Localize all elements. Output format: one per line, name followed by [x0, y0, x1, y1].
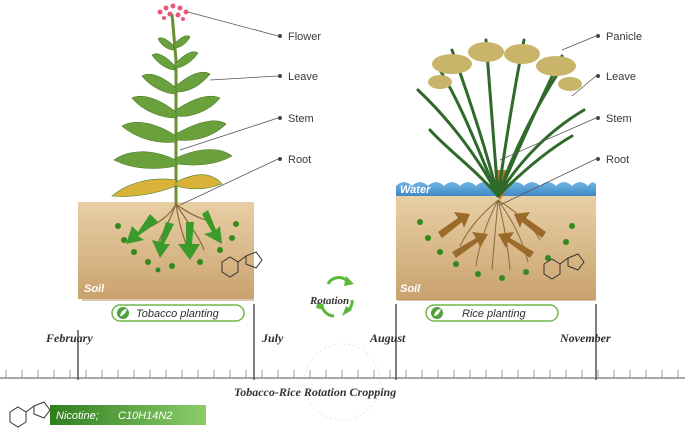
month-august: August	[369, 331, 406, 345]
rotation-label: Rotation	[309, 295, 349, 307]
rice-soil-label: Soil	[400, 283, 421, 295]
rice-water-label: Water	[400, 184, 431, 196]
tobacco-soil-dots	[115, 221, 239, 273]
rotation-indicator: Rotation	[309, 276, 354, 318]
timeline: February July August November Tobacco-Ri…	[0, 304, 685, 421]
tobacco-nicotine-molecule-icon	[221, 251, 263, 278]
rice-label-stem: Stem	[606, 113, 632, 125]
rice-panel: Water	[396, 31, 642, 322]
tobacco-leader-dots	[278, 34, 282, 161]
rice-label-root: Root	[606, 154, 629, 166]
tobacco-label-root: Root	[288, 154, 311, 166]
tobacco-soil-label: Soil	[84, 283, 105, 295]
rice-soil-dots	[417, 219, 575, 281]
rice-panicles	[428, 42, 582, 91]
rice-planting-label: Rice planting	[462, 308, 526, 320]
nicotine-molecule-icon	[9, 401, 51, 428]
rice-soil-block	[396, 196, 596, 300]
tobacco-planting-label: Tobacco planting	[136, 308, 220, 320]
tobacco-soil-block	[78, 202, 254, 299]
nicotine-badge	[50, 405, 206, 425]
timeline-major-markers	[77, 304, 597, 380]
tobacco-leader-lines	[179, 11, 279, 206]
month-july: July	[261, 331, 284, 345]
tobacco-label-flower: Flower	[288, 31, 321, 43]
month-november: November	[559, 331, 611, 345]
tobacco-label-stem: Stem	[288, 113, 314, 125]
tobacco-planting-pill: Tobacco planting	[111, 304, 245, 322]
rice-label-leave: Leave	[606, 71, 636, 83]
tobacco-leaves	[111, 35, 233, 197]
rice-oxygen-arrows	[438, 170, 546, 258]
nicotine-label: Nicotine;	[56, 410, 99, 422]
rice-leader-dots	[596, 34, 600, 161]
nicotine-formula: C10H14N2	[118, 410, 172, 422]
rice-nicotine-molecule-icon	[543, 253, 585, 280]
rice-planting-pill: Rice planting	[425, 304, 559, 322]
month-february: February	[45, 331, 93, 345]
rice-label-panicle: Panicle	[606, 31, 642, 43]
tobacco-nutrient-arrows	[126, 210, 222, 260]
nicotine-legend: Nicotine; C10H14N2	[9, 401, 206, 428]
timeline-clock-watermark	[303, 343, 381, 421]
tobacco-panel: Flower Leave Stem Root Soil Tobacco plan…	[78, 3, 321, 322]
timeline-ticks	[5, 370, 679, 378]
tobacco-stem	[170, 13, 178, 204]
diagram-title: Tobacco-Rice Rotation Cropping	[234, 385, 396, 399]
rice-leader-lines	[499, 35, 597, 206]
tobacco-label-leave: Leave	[288, 71, 318, 83]
tobacco-flowers	[157, 3, 189, 21]
